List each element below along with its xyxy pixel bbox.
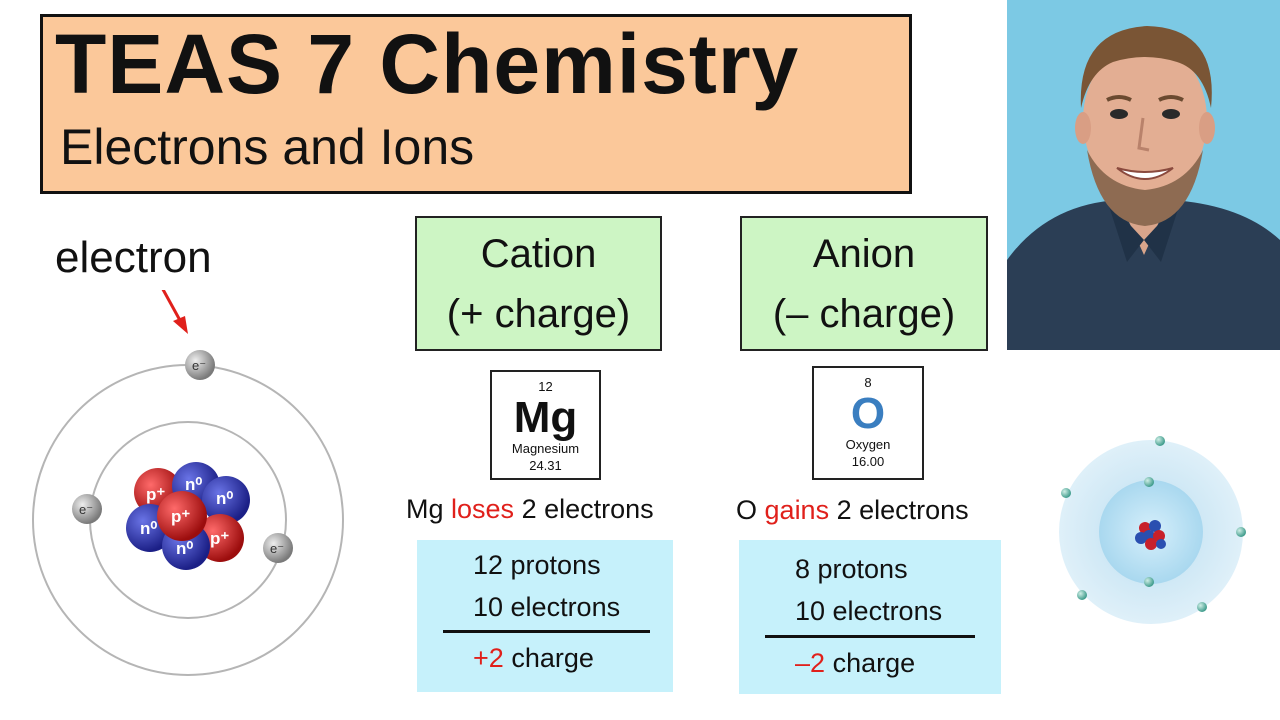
charge-value: +2 [473,643,504,673]
magnesium-tile: 12 Mg Magnesium 24.31 [490,370,601,480]
neutron-label: n⁰ [176,539,193,558]
statement-rest: 2 electrons [836,495,969,525]
electron-dot [1144,577,1154,587]
element-symbol: Mg [513,393,578,442]
title-banner [40,14,912,194]
statement-verb: gains [764,495,830,525]
electron-symbol: e⁻ [79,502,93,517]
electron-right: e⁻ [263,533,293,563]
anion-charge-label: (– charge) [772,292,956,336]
electron-label: electron [55,233,212,282]
neutron-label: n⁰ [216,489,233,508]
anion-calc-box: 8 protons 10 electrons –2 charge [739,540,1001,694]
element-name: Oxygen [845,437,891,452]
o-statement: O gains 2 electrons [736,497,969,524]
electron-dot [1197,602,1207,612]
cation-header-box: Cation (+ charge) [415,216,662,351]
sum-line [765,635,975,638]
atom-diagram: p⁺ n⁰ n⁰ n⁰ p⁺ p⁺ n⁰ e⁻ e⁻ e⁻ [32,290,344,676]
charge-word: charge [832,648,916,678]
sum-line [443,630,650,633]
oxygen-atom-diagram [1059,436,1246,624]
oxygen-tile: 8 O Oxygen 16.00 [812,366,924,480]
element-name: Magnesium [511,441,580,456]
cation-title: Cation [480,232,597,276]
electron-dot [1155,436,1165,446]
charge-value: –2 [795,648,826,678]
proton-label: p⁺ [210,529,229,548]
atomic-number: 8 [864,375,872,390]
net-charge: +2 charge [473,645,594,672]
statement-rest: 2 electrons [521,494,654,524]
nucleus: p⁺ n⁰ n⁰ n⁰ p⁺ p⁺ n⁰ [126,462,250,570]
statement-verb: loses [451,494,515,524]
presenter-photo [1007,0,1280,350]
charge-word: charge [511,643,594,673]
proton-count: 8 protons [795,554,908,584]
anion-title: Anion [812,232,916,276]
presenter-illustration [1007,0,1280,350]
cation-charge-label: (+ charge) [446,292,631,336]
cation-calc-box: 12 protons 10 electrons +2 charge [417,540,673,692]
proton-count: 12 protons [473,550,601,580]
sub-title: Electrons and Ions [60,119,475,175]
anion-header-box: Anion (– charge) [740,216,988,351]
main-title: TEAS 7 Chemistry [55,17,800,111]
electron-arrow [161,290,184,325]
neutron-label: n⁰ [185,475,202,494]
electron-top: e⁻ [185,350,215,380]
electron-symbol: e⁻ [192,358,206,373]
proton-label: p⁺ [171,507,190,526]
electron-dot [1061,488,1071,498]
mg-statement: Mg loses 2 electrons [406,496,654,523]
arrow-head-icon [173,316,188,334]
element-symbol: O [850,389,886,438]
statement-subject: O [736,495,758,525]
atomic-mass: 16.00 [851,453,885,469]
oxygen-nucleus [1135,520,1166,550]
proton-label: p⁺ [146,485,165,504]
neutron-label: n⁰ [140,519,157,538]
net-charge: –2 charge [795,650,915,677]
atomic-number: 12 [538,379,553,394]
electron-left: e⁻ [72,494,102,524]
electron-count: 10 electrons [795,596,943,626]
electron-dot [1144,477,1154,487]
electron-dot [1077,590,1087,600]
electron-count: 10 electrons [473,592,621,622]
atomic-mass: 24.31 [529,457,562,473]
electron-symbol: e⁻ [270,541,284,556]
statement-subject: Mg [406,494,444,524]
electron-dot [1236,527,1246,537]
